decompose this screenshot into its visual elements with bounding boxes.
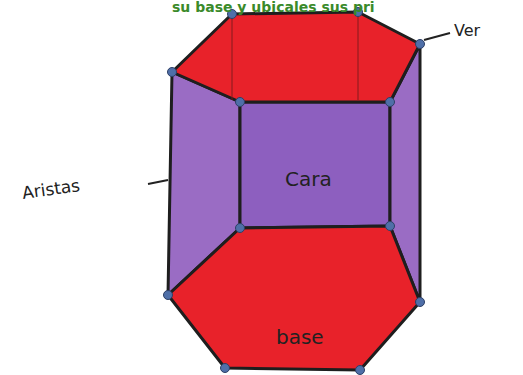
vertex-dot (416, 40, 425, 49)
leader-line (424, 33, 450, 40)
heading-text: su base y ubicales sus pri (172, 0, 375, 15)
hidden-edge (231, 14, 233, 100)
top-base (172, 12, 420, 102)
vertex-dot (356, 366, 365, 375)
hidden-edge (357, 12, 359, 100)
leader-line (148, 180, 168, 184)
bottom-base (168, 226, 420, 370)
vertex-dot (236, 224, 245, 233)
vertex-dot (168, 68, 177, 77)
vertex-dot (164, 291, 173, 300)
edge-label: Aristas (21, 176, 81, 203)
vertex-dot (416, 298, 425, 307)
vertex-label: Ver (454, 22, 480, 40)
vertex-dot (236, 98, 245, 107)
face-label: Cara (285, 168, 332, 190)
vertex-dot (386, 98, 395, 107)
base-label: base (276, 326, 324, 348)
vertex-dot (386, 222, 395, 231)
front-face (240, 102, 390, 228)
vertex-dot (221, 364, 230, 373)
